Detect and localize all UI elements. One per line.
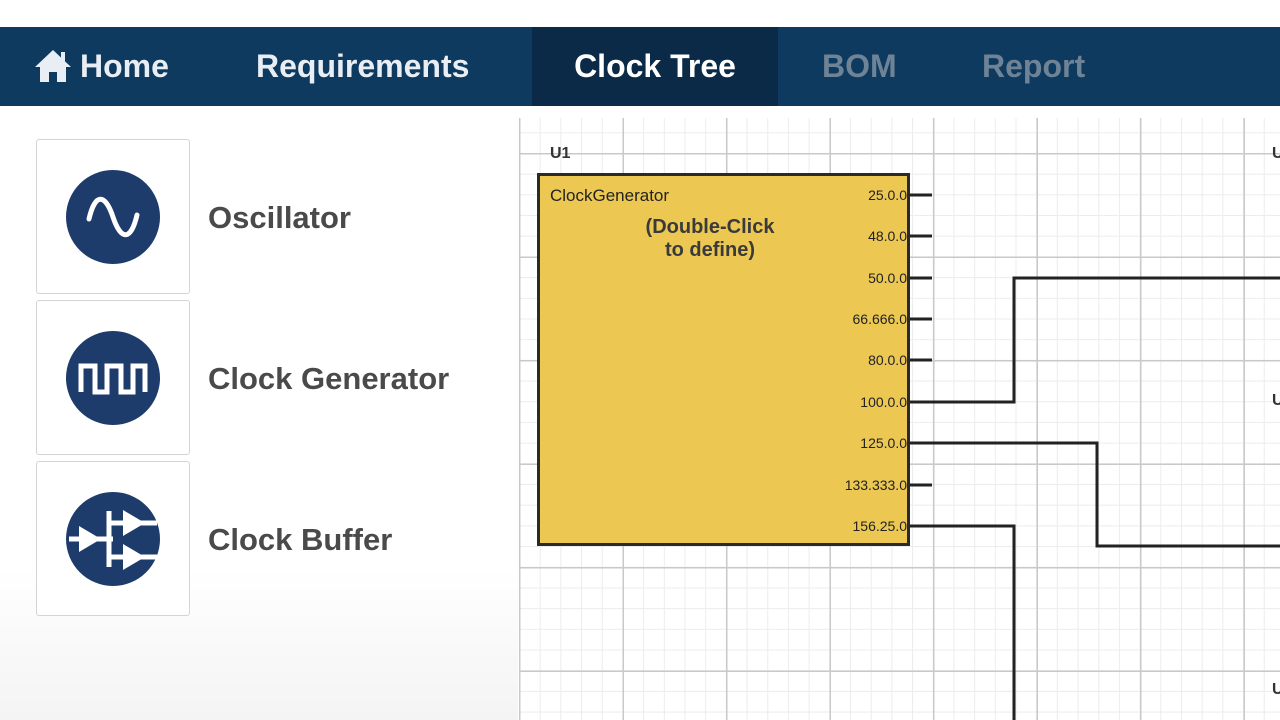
offscreen-ref: U	[1272, 681, 1280, 698]
pin-label: 133.333.0	[844, 477, 907, 493]
pin-label: 48.0.0	[868, 228, 907, 244]
tab-bom-label: BOM	[822, 48, 897, 84]
pin-label: 156.25.0	[852, 518, 908, 534]
palette-label-oscillator[interactable]: Oscillator	[208, 200, 351, 235]
tab-home-label: Home	[80, 48, 169, 84]
block-hint-line: to define)	[665, 239, 755, 261]
palette-label-clock-buffer[interactable]: Clock Buffer	[208, 522, 393, 557]
wire-125[interactable]	[932, 441, 1280, 548]
block-hint-line: (Double-Click	[645, 216, 775, 238]
home-icon	[35, 50, 71, 82]
palette-card-clock-generator[interactable]	[36, 300, 190, 455]
tab-bom[interactable]: BOM	[822, 27, 897, 106]
tab-requirements[interactable]: Requirements	[256, 27, 469, 106]
block-title: ClockGenerator	[550, 186, 670, 205]
tab-clock-tree-label: Clock Tree	[574, 48, 736, 84]
block-hint: (Double-Click to define)	[610, 216, 810, 262]
pin-label: 100.0.0	[860, 394, 907, 410]
tab-report[interactable]: Report	[982, 27, 1085, 106]
tab-report-label: Report	[982, 48, 1086, 84]
palette-label-clock-generator[interactable]: Clock Generator	[208, 361, 450, 396]
pin-label: 50.0.0	[868, 270, 907, 286]
pin-label: 66.666.0	[852, 311, 908, 327]
square-wave-icon	[66, 331, 160, 425]
tab-requirements-label: Requirements	[256, 48, 470, 84]
offscreen-ref: U	[1272, 392, 1280, 409]
palette-card-oscillator[interactable]	[36, 139, 190, 294]
clock-generator-block[interactable]: ClockGenerator (Double-Click to define) …	[537, 173, 910, 546]
sine-wave-icon	[66, 170, 160, 264]
wire-156[interactable]	[932, 524, 1016, 720]
pin-label: 25.0.0	[868, 187, 907, 203]
component-ref: U1	[550, 145, 571, 162]
tab-clock-tree[interactable]: Clock Tree	[532, 27, 778, 106]
palette-card-clock-buffer[interactable]	[36, 461, 190, 616]
component-palette: Oscillator Clock Generator Clock Buffer	[0, 106, 518, 720]
offscreen-ref: U	[1272, 145, 1280, 162]
wire-100[interactable]	[932, 276, 1280, 404]
pin-label: 125.0.0	[860, 435, 907, 451]
buffer-icon	[66, 492, 160, 586]
wire-layer	[910, 193, 1280, 720]
top-nav: Home Requirements Clock Tree BOM Report	[0, 27, 1280, 106]
pin-label: 80.0.0	[868, 352, 907, 368]
tab-home[interactable]: Home	[34, 27, 169, 106]
schematic-canvas[interactable]: U1 U U U ClockGenerator (Double-Click to…	[519, 118, 1280, 720]
